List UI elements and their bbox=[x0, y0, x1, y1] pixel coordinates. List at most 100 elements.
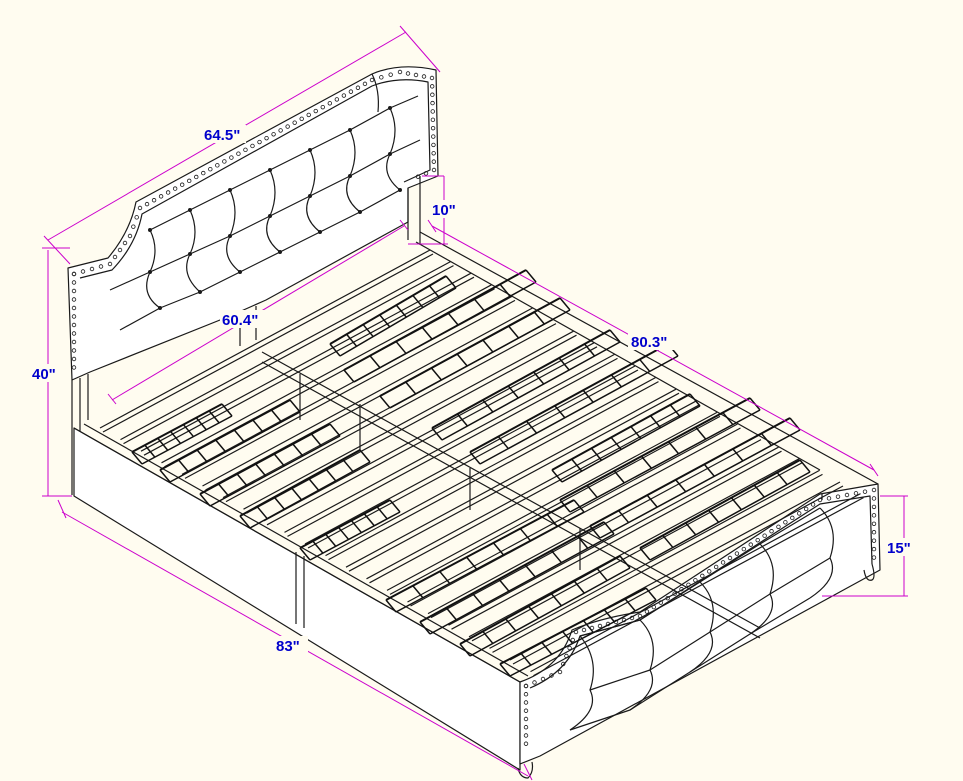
nailhead bbox=[720, 560, 726, 565]
drawer-rail-rung bbox=[217, 483, 230, 497]
drawer-rail-bar-lower bbox=[469, 567, 631, 657]
nailhead bbox=[187, 178, 192, 184]
drawer-rail-rung bbox=[199, 493, 211, 507]
drawer-rail-rung bbox=[519, 528, 531, 542]
nailhead bbox=[137, 205, 143, 211]
drawer-rail-rung bbox=[350, 520, 363, 534]
drawer-rail-rung bbox=[299, 547, 311, 561]
nailhead bbox=[264, 135, 269, 141]
drawer-rail-bar-lower bbox=[209, 435, 341, 507]
drawer-rail-bar-lower bbox=[309, 511, 401, 561]
nailhead bbox=[278, 128, 283, 133]
drawer-rail-rung bbox=[428, 285, 441, 299]
drawer-rail-rung bbox=[233, 429, 245, 443]
nailhead bbox=[243, 147, 248, 153]
nailhead bbox=[194, 174, 199, 180]
drawer-rail-rung bbox=[439, 570, 451, 584]
drawer-rail-rung bbox=[499, 283, 511, 297]
nailhead bbox=[672, 591, 677, 596]
drawer-rail-rung bbox=[619, 555, 631, 569]
drawer-rail-rung bbox=[573, 580, 585, 594]
drawer-rail-rung bbox=[329, 343, 341, 357]
drawer-rail-bar-lower bbox=[479, 355, 679, 465]
slat-edge bbox=[533, 497, 864, 677]
drawer-rail-bar-lower bbox=[339, 287, 457, 357]
nailhead bbox=[405, 71, 411, 76]
nailhead bbox=[257, 139, 262, 145]
drawer-rail-rung bbox=[583, 343, 596, 357]
drawer-rail-rung bbox=[131, 451, 143, 465]
drawer-rail-bar-lower bbox=[395, 511, 585, 613]
drawer-rail-rung bbox=[497, 436, 509, 450]
nailhead bbox=[644, 609, 650, 614]
drawer-rail-rung bbox=[492, 542, 505, 556]
nailhead bbox=[431, 134, 436, 139]
nailhead bbox=[71, 288, 77, 294]
drawer-rail-rung bbox=[482, 339, 494, 353]
nailhead bbox=[523, 708, 529, 713]
drawer-rail-bar bbox=[199, 423, 331, 495]
nailhead bbox=[179, 182, 185, 187]
nailhead bbox=[71, 322, 77, 328]
drawer-rail-rung bbox=[646, 494, 658, 508]
drawer-rail-rung bbox=[405, 381, 417, 395]
drawer-rail-rung bbox=[630, 426, 642, 440]
drawer-rail-rung bbox=[270, 409, 283, 423]
drawer-rail-rung bbox=[507, 325, 520, 339]
slat-edge bbox=[492, 473, 823, 653]
label-frame-width: 60.4" bbox=[222, 312, 258, 329]
nailhead bbox=[388, 72, 393, 77]
drawer-rail-rung bbox=[144, 444, 156, 458]
drawer-rail-rung bbox=[273, 496, 285, 510]
drawer-rail-rung bbox=[456, 353, 468, 367]
slat bbox=[140, 272, 472, 452]
drawer-rail-bar bbox=[589, 417, 791, 527]
drawer-rail-bar-lower bbox=[141, 415, 233, 465]
nailhead bbox=[71, 348, 77, 353]
drawer-rail-bar-lower bbox=[249, 461, 371, 529]
drawer-rail-rung bbox=[362, 324, 374, 338]
nailhead bbox=[71, 365, 77, 370]
drawer-rail-rung bbox=[345, 333, 358, 347]
drawer-rail-rung bbox=[252, 419, 264, 433]
drawer-rail-rung bbox=[159, 469, 171, 483]
drawer-rail-rung bbox=[256, 506, 268, 520]
nailhead bbox=[430, 125, 436, 131]
slat bbox=[304, 365, 636, 545]
drawer-rail-rung bbox=[582, 620, 595, 634]
drawer-rail-rung bbox=[395, 340, 407, 354]
nailhead bbox=[430, 92, 435, 97]
nailhead bbox=[431, 151, 436, 156]
drawer-rail-rung bbox=[507, 385, 519, 399]
slat bbox=[489, 469, 820, 649]
drawer-rail-rung bbox=[550, 593, 563, 607]
nailhead bbox=[292, 120, 297, 125]
drawer-rail-rung bbox=[325, 533, 337, 547]
slat-edge bbox=[430, 439, 762, 619]
nailhead bbox=[727, 555, 733, 561]
drawer-rail-rung bbox=[255, 463, 267, 477]
slat bbox=[243, 330, 574, 510]
label-overall-length: 83" bbox=[276, 638, 300, 655]
slat bbox=[284, 353, 615, 533]
drawer-rail-rung bbox=[310, 433, 323, 447]
drawer-rail-rung bbox=[610, 374, 623, 388]
nailhead bbox=[355, 85, 361, 90]
nailhead bbox=[429, 84, 435, 89]
nailhead bbox=[71, 314, 77, 319]
drawer-rail-bar bbox=[431, 329, 611, 429]
right-side-rail bbox=[415, 231, 879, 485]
drawer-rail-rung bbox=[239, 515, 251, 529]
drawer-rail-rung bbox=[707, 509, 720, 523]
nailhead bbox=[369, 77, 375, 83]
drawer-rail-rung bbox=[577, 535, 589, 549]
drawer-rail-rung bbox=[290, 487, 303, 501]
drawer-rail-rung bbox=[546, 513, 558, 527]
drawer-rail-rung bbox=[376, 506, 388, 520]
slat bbox=[263, 342, 595, 522]
drawer-rail-bar-lower bbox=[441, 341, 621, 441]
drawer-rail-rung bbox=[208, 410, 220, 424]
drawer-rail-rung bbox=[236, 473, 248, 487]
drawer-rail-rung bbox=[196, 449, 208, 463]
